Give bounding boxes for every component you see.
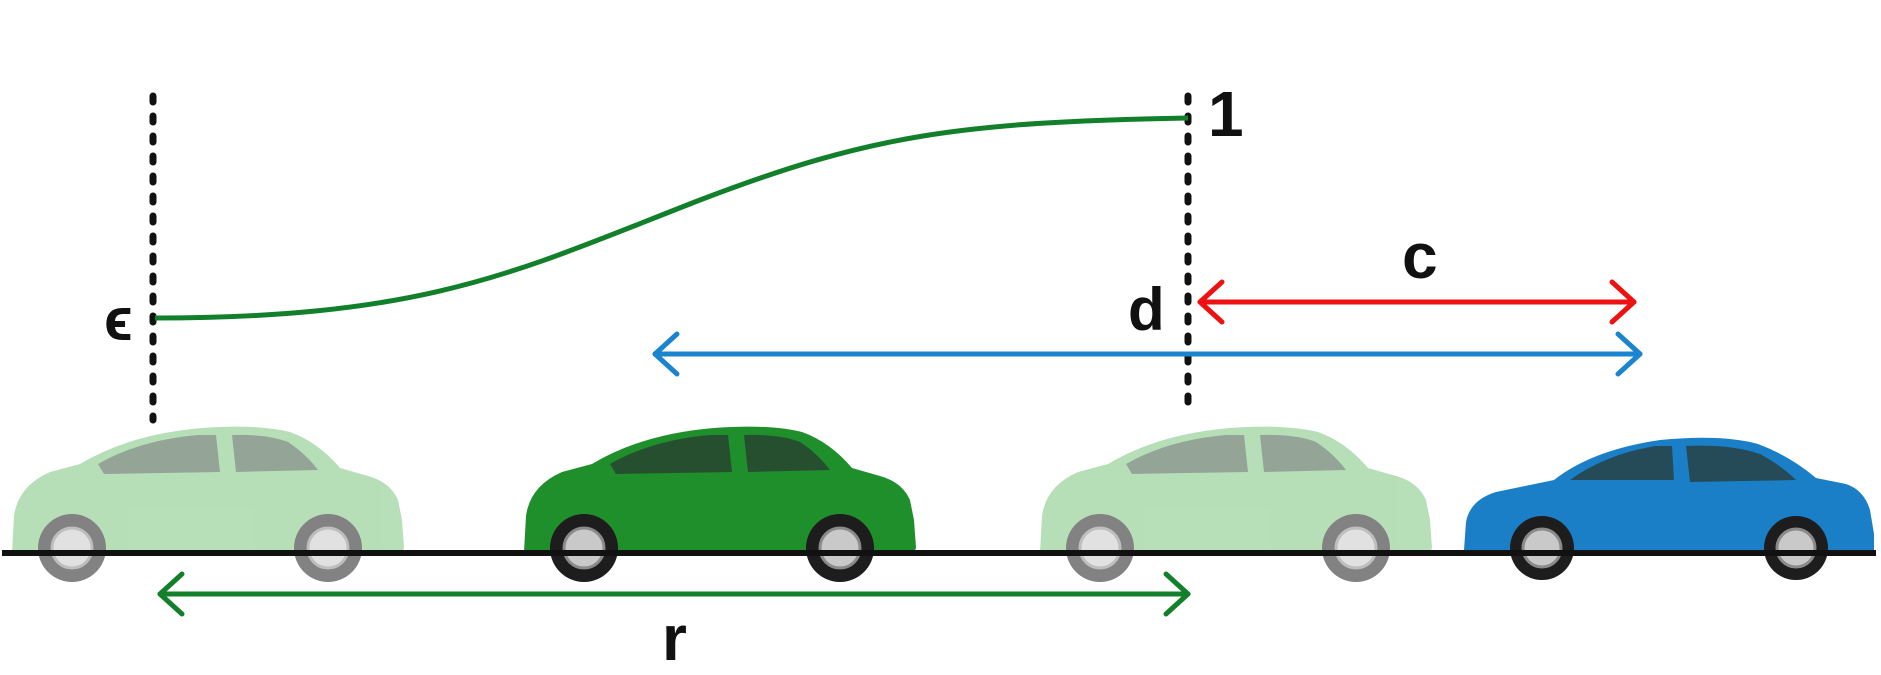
- label-d: d: [1128, 276, 1165, 343]
- label-one: 1: [1208, 78, 1244, 150]
- sigmoid-curve: [154, 115, 1189, 321]
- label-c: c: [1402, 220, 1438, 292]
- label-r: r: [662, 602, 687, 670]
- arrow-r: [157, 571, 1191, 617]
- green-car: [516, 425, 918, 584]
- label-epsilon: ϵ: [104, 286, 133, 353]
- ghost-car-right: [1032, 425, 1434, 584]
- blue-car: [1458, 436, 1876, 582]
- arrow-c: [1197, 279, 1637, 325]
- ghost-car-left: [4, 425, 406, 584]
- arrow-blue: [652, 331, 1643, 377]
